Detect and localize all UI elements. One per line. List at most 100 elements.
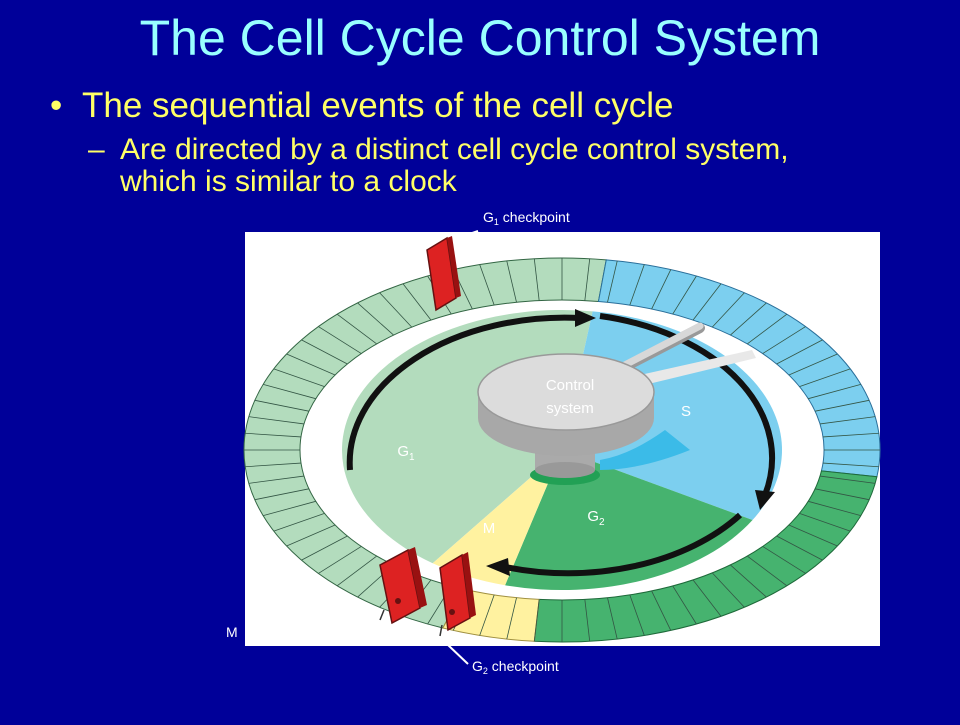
pie-g2-sector — [505, 450, 753, 590]
ring-tick — [747, 313, 788, 345]
phase-g2-label: G2 — [587, 508, 605, 528]
arrow-head-g2 — [486, 558, 510, 576]
ring-tick — [479, 264, 495, 306]
ring-tick — [584, 599, 591, 642]
ring-tick — [808, 383, 861, 400]
ring-tick — [336, 555, 377, 587]
ring-tick — [254, 488, 310, 501]
hub-post-base — [535, 462, 595, 478]
ring-tick — [301, 535, 348, 561]
ring-tick — [711, 292, 745, 328]
ring-tick — [379, 292, 413, 328]
ring-tick-marks — [244, 258, 880, 642]
s-highlight — [600, 430, 690, 470]
ring-tick — [651, 269, 672, 310]
ring-tick — [245, 432, 302, 438]
ring-tick — [248, 416, 305, 425]
ring-tick — [776, 339, 823, 365]
g1-pointer-line — [457, 230, 479, 239]
bullet-text: The sequential events of the cell cycle — [82, 86, 674, 125]
ring-tick — [273, 368, 325, 387]
ring-tick — [286, 524, 336, 547]
ring-tick — [286, 353, 336, 376]
arrow-s — [599, 313, 776, 497]
ring-tick — [506, 597, 517, 640]
ring-tick — [762, 546, 806, 574]
ring-tick — [402, 283, 432, 321]
ring-tick — [808, 500, 861, 517]
ring-tick — [730, 564, 767, 598]
ring-tick — [506, 260, 517, 303]
ring-tick — [814, 399, 870, 412]
ring-tick — [788, 524, 838, 547]
ring-tick — [788, 353, 838, 376]
g2-gate-edge — [462, 552, 476, 618]
ring-tick — [607, 260, 618, 303]
ring-tick — [273, 513, 325, 532]
m-gate-hinge — [395, 598, 401, 604]
ring-tick — [730, 302, 767, 336]
ring-tick — [533, 258, 540, 301]
ring-tick — [584, 258, 591, 301]
ring-tick — [336, 313, 377, 345]
sub-bullet-marker: – — [88, 133, 105, 166]
ring-tick — [762, 326, 806, 354]
g1-gate-edge — [447, 236, 461, 298]
ring-tick — [263, 383, 316, 400]
slide-title: The Cell Cycle Control System — [139, 10, 821, 66]
m-gate-leg — [379, 609, 385, 621]
phase-m-label: M — [483, 520, 496, 537]
ring-tick — [799, 368, 851, 387]
ring-tick — [819, 475, 876, 484]
g1-checkpoint-gate — [426, 230, 479, 312]
ring-tick — [651, 590, 672, 631]
ring-tick — [248, 475, 305, 484]
ring-tick — [822, 432, 879, 438]
ring-tick — [629, 594, 645, 636]
control-label-line1: Control — [546, 377, 594, 394]
ring-tick — [479, 594, 495, 636]
ring-tick — [672, 275, 697, 315]
ring-tick — [799, 513, 851, 532]
cycle-arrow — [346, 309, 776, 577]
ring-tick — [692, 579, 722, 617]
ring-tick — [254, 399, 310, 412]
ring-tick — [711, 572, 745, 608]
g2-checkpoint-label: G2 checkpoint — [472, 658, 559, 676]
arrow-head-g1 — [575, 309, 596, 327]
ring-tick — [245, 462, 302, 468]
ring-tick — [301, 339, 348, 365]
m-gate-edge — [408, 547, 427, 608]
control-label-line2: system — [546, 400, 594, 417]
ring-tick — [672, 585, 697, 625]
g2-gate-leg — [439, 624, 443, 637]
phase-g1-label: G1 — [397, 443, 415, 463]
g2-gate-hinge — [449, 609, 455, 615]
hub-top — [477, 353, 655, 431]
ring-tick — [263, 500, 316, 517]
ring-tick — [629, 264, 645, 306]
g2-m-checkpoint-gates — [379, 547, 476, 637]
arrow-g1 — [346, 314, 581, 471]
m-checkpoint-label: M — [226, 624, 238, 640]
diagram-svg: Control system S G1 G2 M G1 checkpoin — [226, 209, 881, 676]
cell-cycle-diagram: Control system S G1 G2 M G1 checkpoin — [0, 200, 960, 720]
ring-tick — [692, 283, 722, 321]
ring-tick — [814, 488, 870, 501]
ring-tick — [776, 535, 823, 561]
phase-s-label: S — [681, 403, 691, 420]
ring-tick — [822, 462, 879, 468]
ring-tick — [607, 597, 618, 640]
pie-m-sector — [432, 450, 562, 586]
ring-g1-segment — [243, 257, 607, 629]
ring-tick — [747, 555, 788, 587]
arrow-head-s — [755, 490, 775, 510]
ring-tick — [819, 416, 876, 425]
g1-checkpoint-label: G1 checkpoint — [483, 209, 570, 227]
ring-tick — [533, 599, 540, 642]
ring-tick — [318, 546, 362, 574]
bullet-marker: • — [50, 86, 63, 125]
g2-pointer-line — [447, 644, 469, 665]
arrow-g2 — [504, 512, 743, 577]
sub-bullet-text: Are directed by a distinct cell cycle co… — [120, 133, 789, 198]
